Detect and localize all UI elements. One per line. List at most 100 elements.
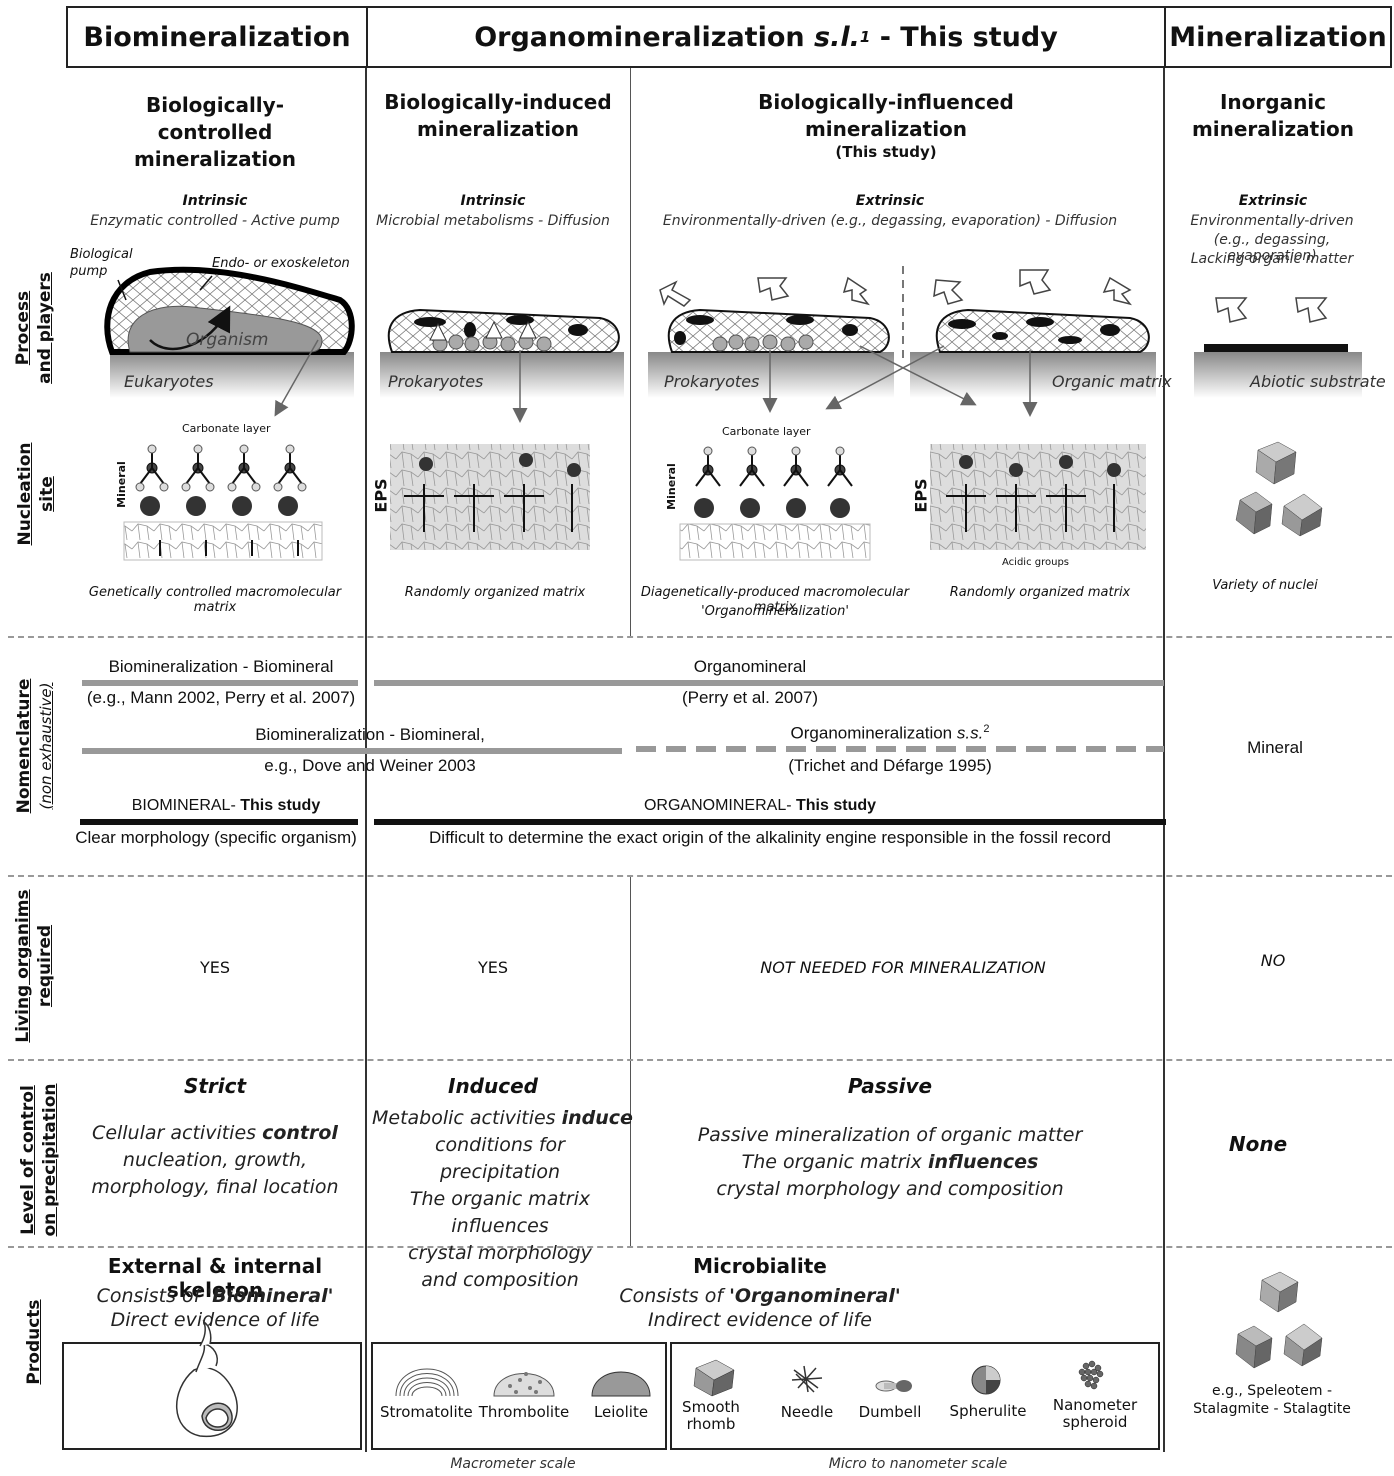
- influenced-mat-2: [935, 308, 1150, 353]
- subtitle-influenced: (This study): [835, 143, 937, 161]
- control-influenced-l2: The organic matrix influences: [680, 1149, 1100, 1176]
- products-microbialite-title: Microbialite: [693, 1254, 827, 1278]
- label-skeleton: Endo- or exoskeleton: [212, 256, 350, 271]
- row-label-living-1: Living organims: [13, 889, 33, 1043]
- header-mineralization: Mineralization: [1164, 6, 1392, 68]
- nucleation-lattice-controlled: [123, 444, 323, 561]
- control-title-controlled: Strict: [183, 1074, 247, 1098]
- col-divider-2b: [630, 876, 631, 1246]
- products-box-macro: [371, 1342, 667, 1450]
- substrate-label-eukaryotes: Eukaryotes: [124, 372, 214, 391]
- title-influenced: Biologically-influenced mineralization: [758, 90, 1014, 141]
- control-induced-l5: and composition: [421, 1269, 579, 1291]
- control-controlled-l2: nucleation, growth,: [122, 1149, 308, 1171]
- label-eps-2: EPS: [911, 478, 931, 513]
- driver-desc-inorganic-2: (e.g., degassing, evaporation): [1213, 232, 1331, 264]
- nuclei-cubes: [1235, 441, 1323, 537]
- label-acidic-groups: Acidic groups: [1002, 557, 1069, 568]
- scale-macro: Macrometer scale: [450, 1456, 576, 1472]
- row-label-nomenclature: Nomenclature (non exhaustive): [13, 671, 57, 821]
- nom-bio-2-ref: e.g., Dove and Weiner 2003: [264, 756, 476, 775]
- shell-icon: [175, 1320, 238, 1437]
- header-organo-tail: - This study: [870, 21, 1058, 53]
- col-divider-3: [1163, 68, 1165, 1452]
- header-organo-sl: s.l.: [814, 21, 860, 53]
- row-separator-2: [8, 875, 1392, 877]
- row-label-living: Living organims required: [12, 886, 56, 1046]
- nom-organo-3-desc: Difficult to determine the exact origin …: [429, 828, 1111, 847]
- row-separator-4: [8, 1246, 1392, 1248]
- env-arrow-4: [933, 279, 964, 305]
- matrix-induced: Randomly organized matrix: [404, 585, 586, 600]
- product-nanometer-spheroid: Nanometer spheroid: [1052, 1396, 1138, 1431]
- process-illustrations: [104, 266, 1362, 561]
- products-skeleton-l2: Direct evidence of life: [110, 1309, 320, 1331]
- control-title-induced: Induced: [448, 1074, 538, 1098]
- control-title-inorganic: None: [1228, 1132, 1288, 1156]
- header-biomineralization-text: Biomineralization: [83, 21, 351, 53]
- products-microbialite-l1: Consists of 'Organomineral': [560, 1284, 960, 1308]
- dumbell-icon: [875, 1380, 912, 1392]
- nom-bio-3a: BIOMINERAL-: [131, 797, 241, 814]
- products-microbialite-l2: Indirect evidence of life: [648, 1309, 872, 1331]
- control-title-influenced: Passive: [847, 1074, 933, 1098]
- row-label-control-2: on precipitation: [40, 1083, 60, 1237]
- stromatolite-icon: [395, 1368, 459, 1397]
- product-stromatolite: Stromatolite: [380, 1403, 473, 1421]
- label-mineral-2: Mineral: [664, 463, 678, 510]
- nom-organo-1-ref: (Perry et al. 2007): [681, 688, 819, 707]
- header-mineralization-text: Mineralization: [1169, 21, 1387, 53]
- living-induced: YES: [477, 958, 509, 977]
- rhomb-icon: [693, 1359, 735, 1397]
- nom-organo-3b: This study: [796, 797, 877, 814]
- col-divider-1: [365, 68, 367, 1452]
- row-label-nomenclature-sub: (non exhaustive): [37, 682, 55, 810]
- title-inorganic: Inorganic mineralization: [1191, 90, 1355, 141]
- leiolite-icon: [591, 1371, 651, 1397]
- product-spherulite: Spherulite: [949, 1402, 1027, 1420]
- label-mineral-1: Mineral: [114, 461, 128, 508]
- substrate-eukaryotes: [110, 352, 354, 398]
- control-induced-l2: conditions for precipitation: [435, 1134, 565, 1183]
- products-skeleton-l1b: 'Biomineral': [206, 1285, 334, 1307]
- substrate-organic: [910, 352, 1156, 398]
- control-influenced-l2b: influences: [927, 1151, 1039, 1173]
- substrate-prokaryotes-2: [648, 352, 894, 398]
- substrate-label-prokaryotes-1: Prokaryotes: [388, 372, 484, 391]
- living-influenced: NOT NEEDED FOR MINERALIZATION: [760, 958, 1046, 977]
- row-label-living-2: required: [35, 924, 55, 1008]
- control-induced-l3: The organic matrix influences: [409, 1188, 591, 1237]
- spherulite-icon: [971, 1365, 1001, 1395]
- row-label-control-1: Level of control: [18, 1085, 38, 1235]
- substrate-abiotic: [1194, 352, 1362, 398]
- nom-bio-3b: This study: [240, 797, 321, 814]
- matrix-influenced-1: Diagenetically-produced macromolecular m…: [640, 585, 910, 615]
- needle-icon: [791, 1365, 823, 1393]
- nom-bar-bio-1: [82, 680, 358, 686]
- products-illustrations: [175, 1271, 1323, 1437]
- nom-bio-2: Biomineralization - Biomineral,: [255, 725, 485, 744]
- substrate-label-prokaryotes-2: Prokaryotes: [664, 372, 760, 391]
- nom-bio-3-desc: Clear morphology (specific organism): [75, 828, 357, 847]
- driver-desc-controlled: Enzymatic controlled - Active pump: [90, 213, 340, 229]
- row-separator-1: [8, 636, 1392, 638]
- substrate-label-abiotic: Abiotic substrate: [1250, 372, 1386, 391]
- substrate-prokaryotes-1: [380, 352, 624, 398]
- header-organo-sup: 1: [859, 28, 871, 46]
- label-eps-1: EPS: [371, 478, 391, 513]
- env-arrow-6: [1102, 276, 1132, 306]
- product-leiolite: Leiolite: [593, 1403, 649, 1421]
- nom-bio-1: Biomineralization - Biomineral: [108, 657, 334, 676]
- env-arrow-1: [659, 280, 692, 307]
- eps-matrix-influenced: [930, 444, 1146, 550]
- driver-influenced: Extrinsic: [855, 193, 925, 209]
- header-organo-main: Organomineralization: [474, 21, 805, 53]
- col-divider-2: [630, 68, 631, 638]
- label-carbonate-layer-2: Carbonate layer: [722, 425, 811, 438]
- driver-desc-induced: Microbial metabolisms - Diffusion: [376, 213, 610, 229]
- products-inorganic: e.g., Speleotem - Stalagmite - Stalagtit…: [1193, 1383, 1351, 1417]
- abiotic-layer: [1204, 344, 1348, 352]
- driver-desc-influenced: Environmentally-driven (e.g., degassing,…: [662, 213, 1118, 229]
- title-controlled: Biologically-controlled mineralization: [133, 93, 297, 171]
- products-microbialite-l1a: Consists of: [619, 1285, 730, 1307]
